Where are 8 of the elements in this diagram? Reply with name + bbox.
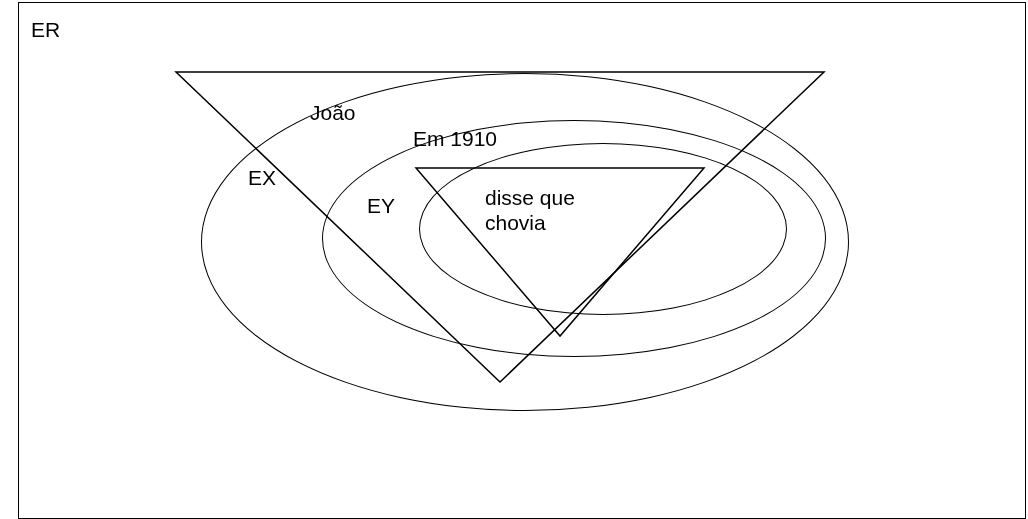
diagram-frame xyxy=(18,2,1026,519)
set-label: Em 1910 xyxy=(413,126,498,151)
set-label: EY xyxy=(367,193,395,218)
ellipse xyxy=(322,120,826,357)
set-label: ER xyxy=(31,17,61,42)
set-label: EX xyxy=(248,165,276,190)
set-label: disse que chovia xyxy=(485,185,576,235)
set-label: João xyxy=(310,100,356,125)
